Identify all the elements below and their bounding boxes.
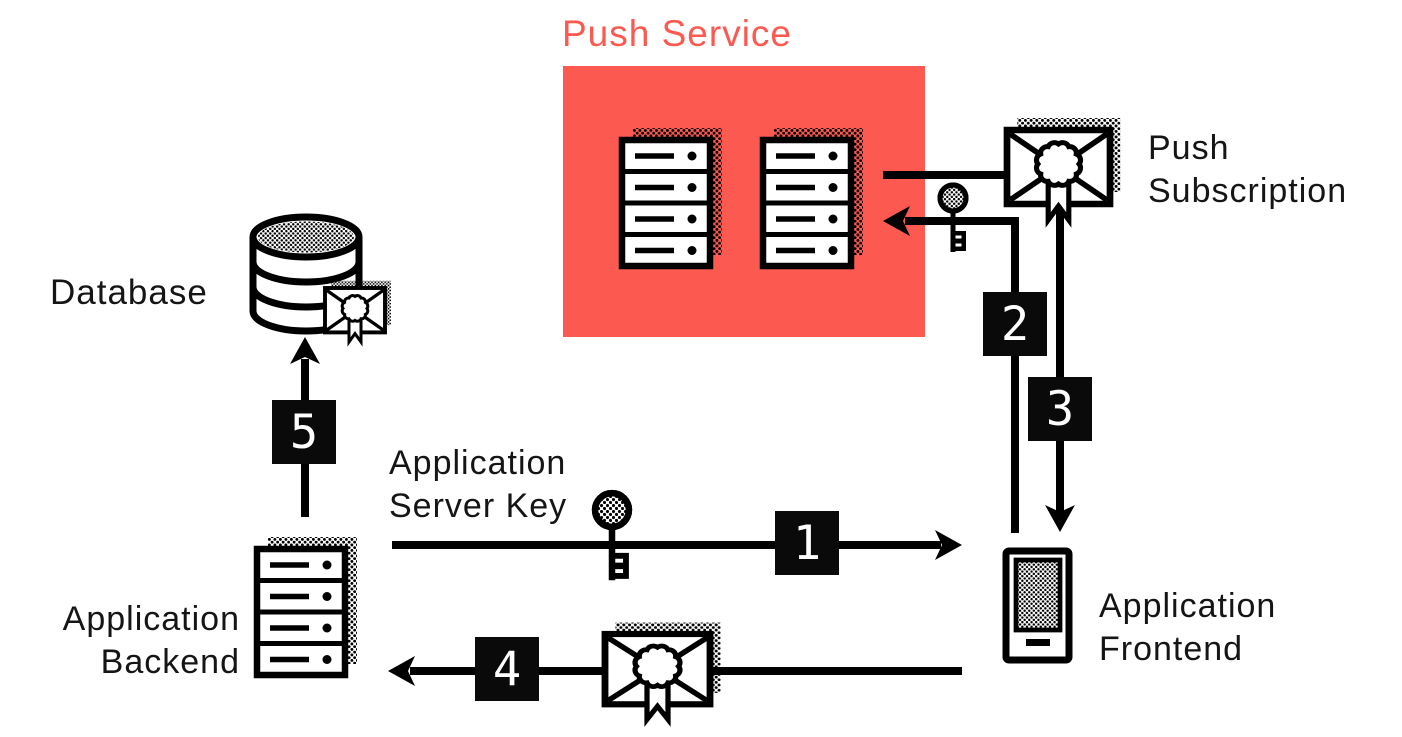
push-service-title: Push Service — [562, 13, 792, 54]
step-4-badge: 4 — [475, 637, 539, 701]
push-subscription-label-line1: Push — [1148, 129, 1230, 167]
step-2-badge: 2 — [983, 292, 1047, 356]
application-frontend-label-line2: Frontend — [1099, 630, 1244, 668]
application-frontend-label-line1: Application — [1099, 587, 1277, 625]
push-subscription-label-line2: Subscription — [1148, 172, 1348, 210]
application-backend-label-line1: Application — [62, 600, 240, 638]
arrowhead-right-icon — [935, 530, 962, 560]
phone-home-bar — [1026, 639, 1050, 646]
application-backend-server-icon — [257, 537, 357, 675]
application-server-key-label-line1: Application — [389, 444, 567, 482]
arrowhead-down-icon — [1045, 505, 1075, 532]
push-service-server-icon — [622, 128, 722, 266]
push-service-server-icon — [763, 128, 863, 266]
push-service-box — [563, 66, 925, 337]
arrowhead-left-icon — [388, 656, 415, 686]
step-3-badge: 3 — [1028, 377, 1092, 441]
application-frontend-label: Application Frontend — [1099, 585, 1276, 671]
arrow-step-3 — [1045, 206, 1075, 532]
arrowhead-left-icon — [883, 206, 910, 236]
push-subscription-label: Push Subscription — [1148, 127, 1347, 213]
application-server-key-label: Application Server Key — [389, 442, 567, 528]
application-backend-label: Application Backend — [18, 598, 240, 684]
step-5-badge: 5 — [272, 400, 336, 464]
arrow-step-5 — [290, 337, 320, 517]
application-server-key-label-line2: Server Key — [389, 487, 568, 525]
message-envelope-icon — [605, 623, 721, 720]
database-record-envelope-icon — [323, 278, 393, 344]
arrowhead-up-icon — [290, 337, 320, 364]
step-1-badge: 1 — [775, 511, 839, 575]
smartphone-icon — [1002, 547, 1073, 664]
arrow-step-1 — [392, 530, 962, 560]
push-subscription-envelope-icon — [1007, 118, 1120, 220]
application-server-key-icon — [595, 493, 629, 580]
application-backend-label-line2: Backend — [100, 643, 240, 681]
arrow-step-2 — [883, 206, 1019, 533]
database-label: Database — [50, 273, 208, 312]
